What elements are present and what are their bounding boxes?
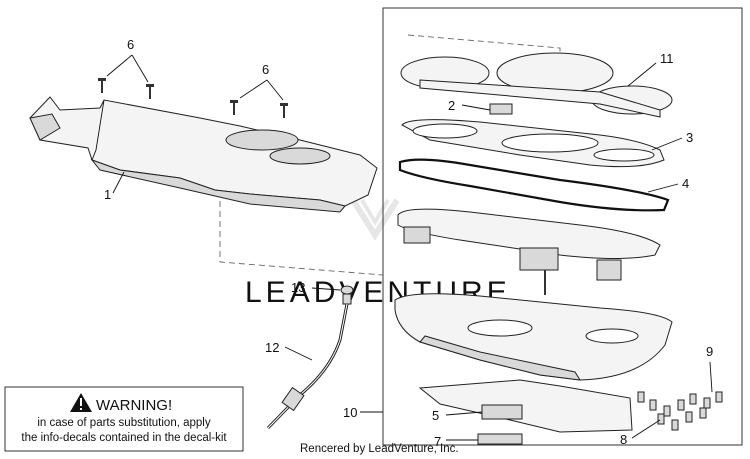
callout-6a: 6: [127, 37, 134, 52]
callout-5: 5: [432, 408, 439, 423]
callout-6b: 6: [262, 62, 269, 77]
leader-13: [311, 287, 341, 291]
part-light-board: [397, 208, 661, 295]
leader-8: [631, 419, 661, 439]
part-13-fitting: [340, 285, 354, 305]
callout-10: 10: [343, 405, 357, 420]
part-7-pad: [477, 433, 523, 445]
watermark-logo: [350, 198, 400, 241]
part-2-clip: [489, 103, 513, 115]
leader-4: [647, 183, 679, 193]
part-3-bezel: [401, 119, 665, 168]
part-6-screws: [98, 78, 288, 118]
callout-11: 11: [660, 51, 674, 66]
part-5-connector: [481, 404, 523, 420]
callout-7: 7: [434, 434, 441, 449]
screw-3: [230, 100, 238, 115]
warning-line-1: in case of parts substitution, apply: [37, 417, 210, 429]
part-8-9-bulbs: [637, 391, 723, 431]
callout-8: 8: [620, 432, 627, 447]
leader-3: [651, 137, 683, 151]
cable-ferrule: [281, 386, 305, 412]
part-4-gasket: [398, 158, 670, 212]
leader-6a: [106, 54, 149, 83]
part-10-housing: [394, 293, 673, 381]
leader-1: [112, 171, 125, 194]
dashed-guide-top: [407, 34, 561, 70]
callout-3: 3: [686, 130, 693, 145]
screw-1: [98, 78, 106, 93]
part-circuit-plate: [418, 379, 633, 433]
dashed-guide-left: [219, 181, 384, 276]
callout-1: 1: [104, 187, 111, 202]
assembly-frame: [382, 7, 743, 446]
leader-12: [284, 346, 313, 361]
footer-credit: Rencered by LeadVenture, Inc.: [300, 443, 459, 455]
leader-2: [461, 104, 491, 111]
leader-9: [709, 361, 713, 393]
warning-title: WARNING!: [96, 397, 172, 414]
leader-6b: [239, 79, 284, 101]
callout-2: 2: [448, 98, 455, 113]
part-12-cable: [266, 303, 349, 430]
warning-triangle-icon: [70, 393, 92, 412]
callout-13: 13: [291, 280, 305, 295]
part-1-dashboard-cover: [29, 96, 378, 213]
callout-12: 12: [265, 340, 279, 355]
screw-4: [280, 103, 288, 118]
leader-5: [445, 411, 483, 416]
callout-9: 9: [706, 344, 713, 359]
warning-line-2: the info-decals contained in the decal-k…: [21, 432, 227, 444]
leader-11: [627, 62, 657, 87]
callout-4: 4: [682, 176, 689, 191]
warning-box: WARNING! in case of parts substitution, …: [4, 386, 244, 452]
part-11-instrument-glass: [400, 52, 673, 118]
screw-2: [146, 84, 154, 99]
